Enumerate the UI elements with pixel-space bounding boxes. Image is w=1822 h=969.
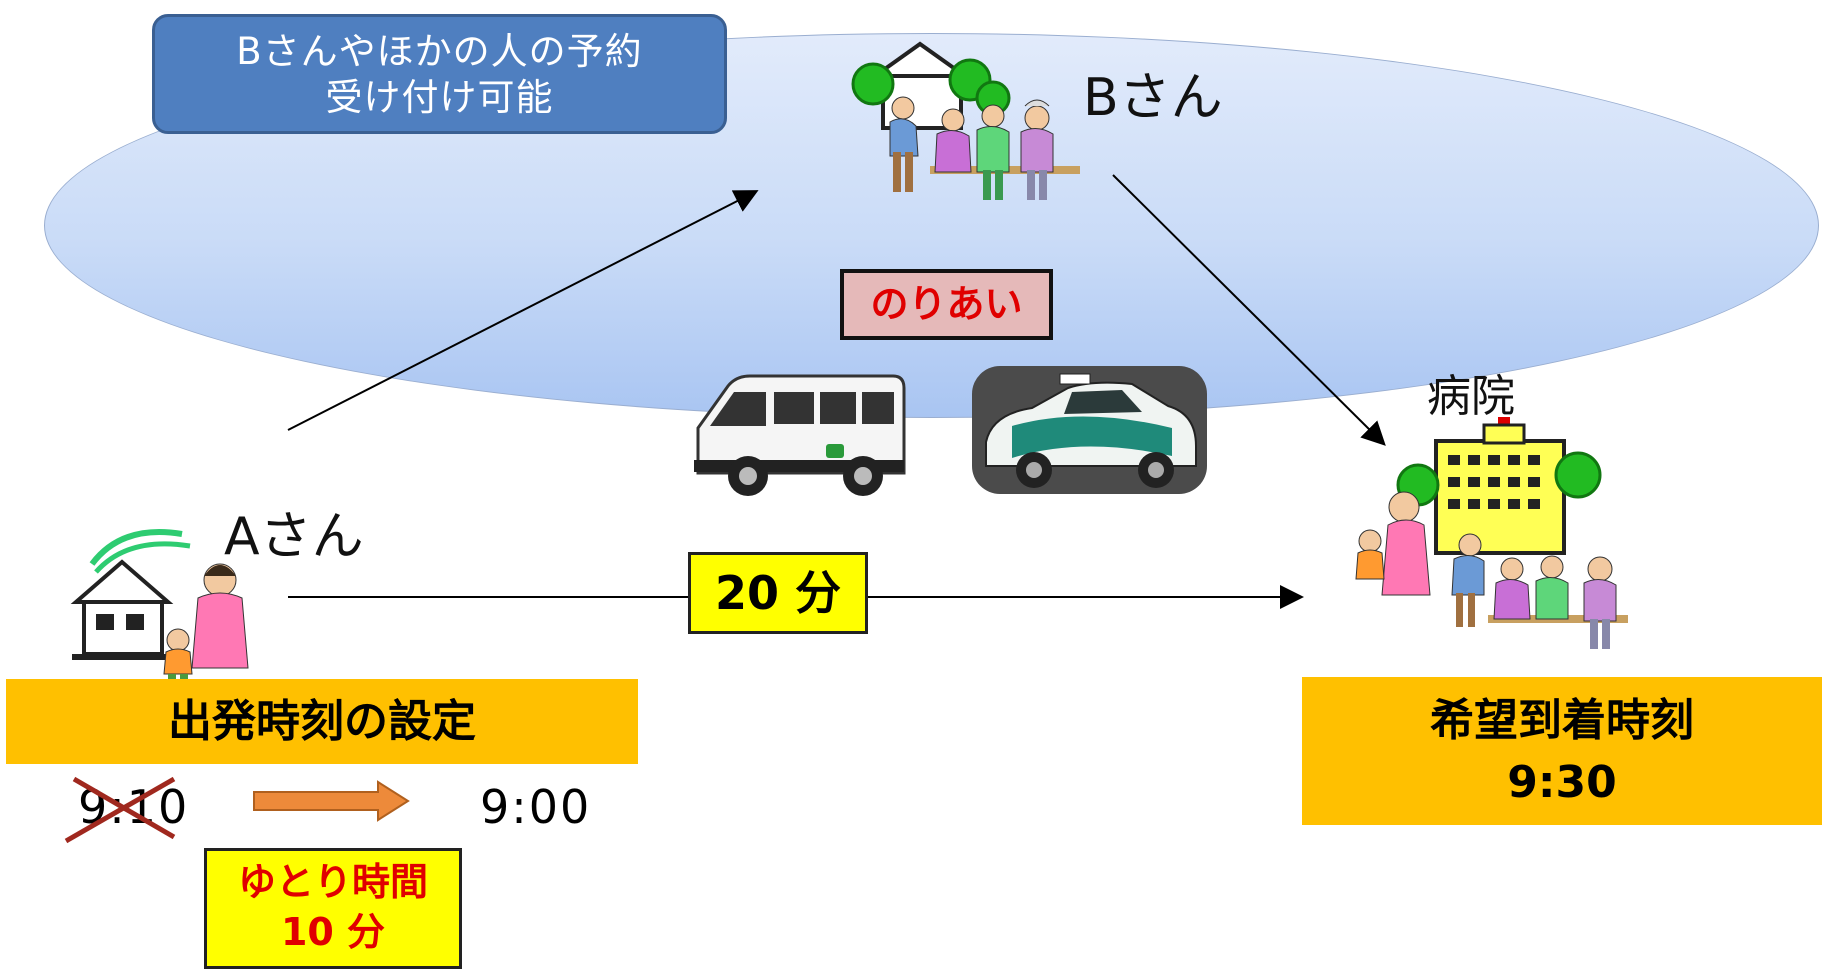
person-a-house-illustration [70,529,249,692]
booking-available-note: Bさんやほかの人の予約 受け付け可能 [152,14,727,134]
van-illustration [694,374,906,496]
ride-share-label-box: のりあい [840,269,1053,340]
booking-note-line2: 受け付け可能 [325,76,554,119]
departure-time-setting-bar: 出発時刻の設定 [6,679,638,764]
arrival-title: 希望到着時刻 [1430,695,1694,746]
person-a-label: Aさん [224,507,364,567]
arrow-b-to-hospital [1112,174,1386,446]
elderly-group-house-illustration [851,41,1080,200]
hospital-label: 病院 [1427,371,1515,422]
slack-time-label: ゆとり時間 [237,860,428,904]
slack-time-box: ゆとり時間 10 分 [204,848,462,969]
arrival-time: 9:30 [1507,757,1617,808]
booking-note-line1: Bさんやほかの人の予約 [236,30,643,73]
arrow-a-to-b [287,190,759,431]
desired-arrival-bar: 希望到着時刻 9:30 [1302,677,1822,825]
taxi-illustration [972,366,1207,494]
orange-right-arrow [253,780,410,822]
strike-through-mark [64,776,176,844]
new-departure-time: 9:00 [480,780,592,834]
travel-time-box: 20 分 [688,552,868,634]
slack-time-value: 10 分 [280,910,386,954]
person-b-label: Bさん [1083,68,1223,128]
hospital-group-illustration [1355,417,1628,649]
